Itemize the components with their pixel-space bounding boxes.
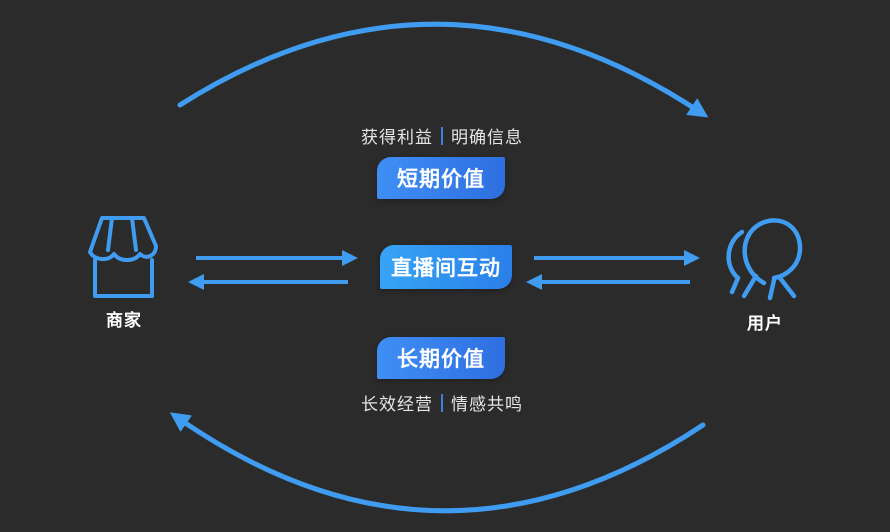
user-icon <box>726 218 803 301</box>
caption-clear-info: 明确信息 <box>451 128 523 148</box>
bottom-arc-arrow <box>169 412 706 514</box>
caption-emotional-resonance: 情感共鸣 <box>451 395 523 415</box>
caption-separator <box>441 393 443 412</box>
shop-icon <box>88 216 158 298</box>
merchant-label: 商家 <box>106 311 142 331</box>
bottom-caption: 长效经营 情感共鸣 <box>361 390 523 415</box>
caption-separator <box>441 126 443 145</box>
long-term-value-pill: 长期价值 <box>377 337 505 379</box>
caption-long-operation: 长效经营 <box>361 395 433 415</box>
top-caption: 获得利益 明确信息 <box>361 123 523 148</box>
caption-benefit: 获得利益 <box>361 128 433 148</box>
user-label: 用户 <box>747 314 783 334</box>
short-term-value-pill: 短期价值 <box>377 157 505 199</box>
top-arc-arrow <box>177 21 709 118</box>
live-room-interaction-pill: 直播间互动 <box>380 245 512 289</box>
